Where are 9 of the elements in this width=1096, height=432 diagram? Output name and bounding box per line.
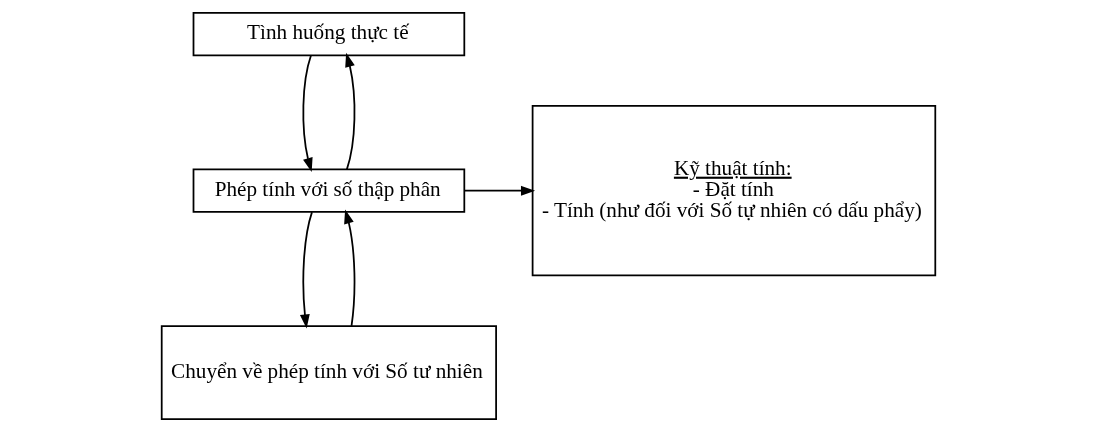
arrow xyxy=(344,52,355,171)
arrow xyxy=(299,211,313,329)
node-box: Tình huống thực tế xyxy=(192,12,465,57)
arrow xyxy=(463,185,535,196)
arrow xyxy=(301,54,313,172)
node-box: Chuyển về phép tính với Số tư nhiên xyxy=(160,325,497,420)
node-box: Phép tính với số thập phân xyxy=(192,168,465,213)
node-box: Kỹ thuật tính: - Đặt tính - Tính (như đối với Số tự nhiên có dấu phẩy) xyxy=(531,105,936,277)
arrow xyxy=(343,209,355,327)
